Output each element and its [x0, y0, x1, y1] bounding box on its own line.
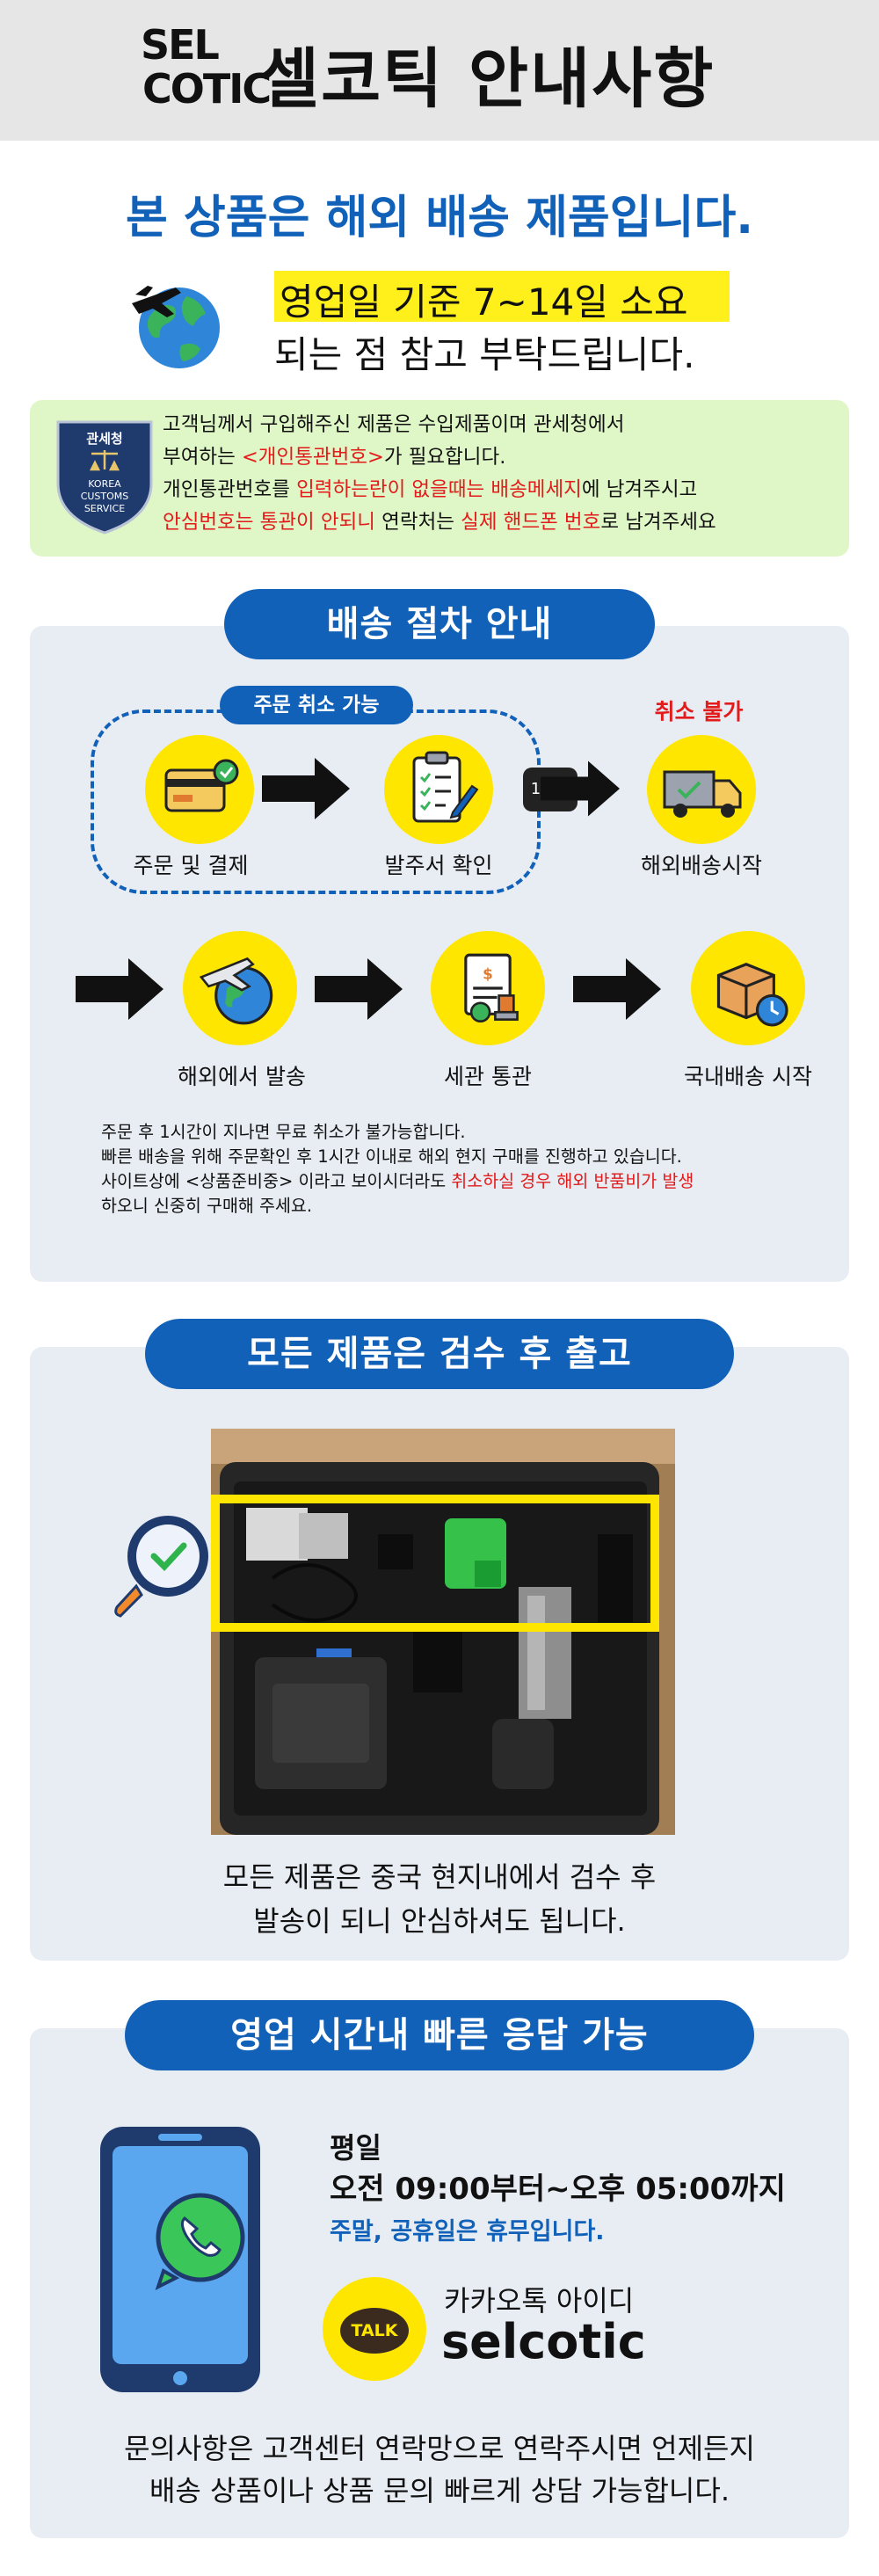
airplane-globe-icon: [199, 957, 273, 1025]
badge-line-3: SERVICE: [84, 503, 125, 514]
package-clock-icon: [716, 963, 788, 1027]
inspection-title: 모든 제품은 검수 후 출고: [145, 1319, 734, 1389]
customs-number-emphasis: <개인통관번호>: [241, 446, 384, 469]
arrow-right-icon: [76, 958, 163, 1020]
badge-line-1: KOREA: [88, 478, 121, 490]
careful-purchase-note: 하오니 신중히 구매해 주세요.: [101, 1196, 313, 1216]
arrow-right-icon: [573, 958, 661, 1020]
notice-text: 부여하는: [163, 446, 242, 469]
logo-line2: COTIC: [142, 65, 272, 113]
foam-case-image: [211, 1429, 675, 1835]
selcotic-logo: SEL COTIC: [141, 21, 272, 121]
inspection-text-line-1: 모든 제품은 중국 현지내에서 검수 후: [222, 1860, 657, 1894]
real-phone-emphasis: 실제 핸드폰 번호: [461, 511, 601, 534]
step-label-overseas-start: 해외배송시작: [640, 853, 762, 878]
airplane-globe-icon: [132, 286, 220, 368]
step-label-order-payment: 주문 및 결제: [133, 853, 249, 878]
notice-text: 연락처는: [375, 511, 461, 534]
arrow-right-icon: [315, 958, 403, 1020]
inspection-highlight-frame: [211, 1495, 659, 1632]
badge-top-text: 관세청: [86, 431, 122, 447]
notice-line-3: 개인통관번호를 입력하는란이 없을때는 배송메세지에 남겨주시고: [163, 478, 697, 502]
return-fee-note: 사이트상에 <상품준비중> 이라고 보이시더라도 취소하실 경우 해외 반품비가…: [101, 1171, 694, 1191]
lead-time-subtext: 되는 점 참고 부탁드립니다.: [274, 333, 695, 376]
note-text: 사이트상에 <상품준비중> 이라고 보이시더라도: [101, 1171, 452, 1191]
cancel-policy-note: 주문 후 1시간이 지나면 무료 취소가 불가능합니다.: [101, 1122, 466, 1142]
notice-text: 개인통관번호를: [163, 478, 297, 501]
shipping-process-title: 배송 절차 안내: [224, 589, 655, 659]
kakao-id-label: 카카오톡 아이디: [444, 2284, 635, 2318]
header-bar: [0, 0, 879, 141]
delivery-truck-icon: [663, 770, 742, 818]
weekday-label: 평일: [330, 2131, 381, 2165]
step-label-domestic-start: 국내배송 시작: [684, 1064, 812, 1089]
logo-line1: SEL: [141, 21, 220, 69]
badge-line-2: CUSTOMS: [81, 491, 129, 502]
notice-text: 로 남겨주세요: [600, 511, 716, 534]
return-fee-warning: 취소하실 경우 해외 반품비가 발생: [451, 1171, 694, 1191]
product-inspection-photo: [211, 1429, 675, 1835]
phone-whatsapp-icon: [100, 2127, 260, 2392]
inspection-text-line-2: 발송이 되니 안심하셔도 됩니다.: [253, 1904, 626, 1938]
weekend-closed-note: 주말, 공휴일은 휴무입니다.: [330, 2218, 605, 2245]
page-title: 셀코틱 안내사항: [259, 41, 716, 117]
customs-document-icon: $: [464, 953, 519, 1023]
kakaotalk-badge: TALK: [340, 2308, 409, 2354]
safe-number-warning: 안심번호는 통관이 안되니: [163, 511, 376, 534]
step-label-customs-clearance: 세관 통관: [444, 1064, 532, 1089]
step-label-order-confirm: 발주서 확인: [384, 853, 493, 878]
lead-time-text: 영업일 기준 7~14일 소요: [280, 280, 688, 324]
notice-line-2: 부여하는 <개인통관번호>가 필요합니다.: [163, 446, 505, 469]
lead-time-highlight: [274, 271, 730, 322]
customs-notice-box: [30, 400, 849, 557]
contact-text-line-1: 문의사항은 고객센터 연락망으로 연락주시면 언제든지: [124, 2432, 755, 2465]
arrow-right-icon: [262, 758, 350, 819]
business-hours-title: 영업 시간내 빠른 응답 가능: [125, 2000, 754, 2070]
magnifier-check-icon: [114, 1516, 208, 1618]
step-label-overseas-dispatch: 해외에서 발송: [178, 1064, 306, 1089]
cancel-available-tag: 주문 취소 가능: [220, 686, 413, 724]
svg-text:$: $: [483, 965, 493, 983]
notice-text: 에 남겨주시고: [581, 478, 698, 501]
notice-text: 고객님께서 구입해주신 제품은 수입제품이며 관세청에서: [163, 413, 625, 436]
kakao-id-value: selcotic: [441, 2314, 646, 2369]
notice-line-4: 안심번호는 통관이 안되니 연락처는 실제 핸드폰 번호로 남겨주세요: [163, 511, 716, 535]
purchase-timing-note: 빠른 배송을 위해 주문확인 후 1시간 이내로 해외 현지 구매를 진행하고 …: [101, 1146, 682, 1167]
notice-line-1: 고객님께서 구입해주신 제품은 수입제품이며 관세청에서: [163, 413, 624, 437]
notice-text: 가 필요합니다.: [383, 446, 506, 469]
clipboard-checklist-icon: [412, 751, 479, 823]
overseas-shipping-headline: 본 상품은 해외 배송 제품입니다.: [125, 192, 754, 244]
korea-customs-shield-icon: 관세청 KOREA CUSTOMS SERVICE: [56, 420, 153, 535]
credit-card-icon: [164, 759, 239, 812]
cancel-unavailable-tag: 취소 불가: [654, 699, 744, 724]
weekday-hours: 오전 09:00부터~오후 05:00까지: [330, 2172, 786, 2207]
delivery-message-emphasis: 입력하는란이 없을때는 배송메세지: [296, 478, 582, 501]
arrow-right-icon: [541, 760, 620, 817]
contact-text-line-2: 배송 상품이나 상품 문의 빠르게 상담 가능합니다.: [149, 2474, 730, 2507]
